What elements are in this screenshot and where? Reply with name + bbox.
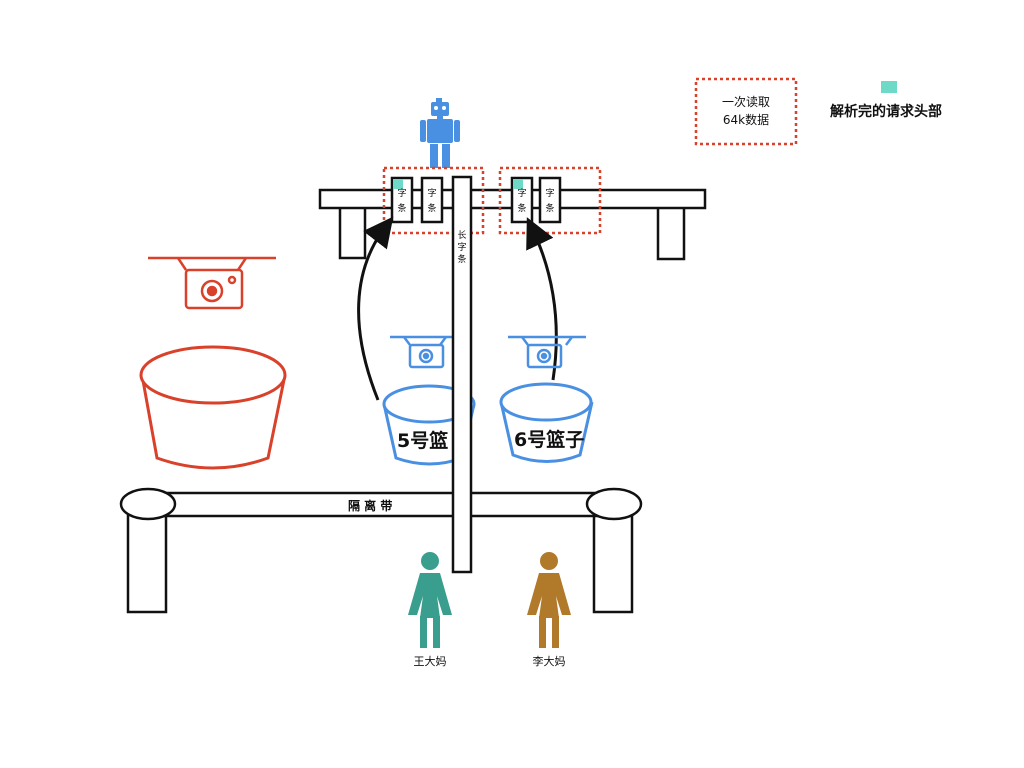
long-strip-char-1: 长 <box>457 229 466 241</box>
person-label-wang: 王大妈 <box>414 654 447 668</box>
strip-char-2: 条 <box>427 202 436 214</box>
person-icon-li <box>527 552 571 648</box>
long-strip-char-2: 字 <box>457 241 466 253</box>
long-strip: 长 字 条 <box>451 175 473 574</box>
strip-char-2: 条 <box>397 202 406 214</box>
strip-char-1: 字 <box>517 187 526 199</box>
camera-icon-red <box>148 256 276 310</box>
read-box-1 <box>382 166 485 235</box>
parsed-marker <box>393 179 403 189</box>
strip-char-1: 字 <box>397 187 406 199</box>
person-label-li: 李大妈 <box>533 654 566 668</box>
basket-5-label: 5号篮 <box>397 429 448 452</box>
read-box-2 <box>498 166 602 235</box>
legend-parsed-label: 解析完的请求头部 <box>830 103 942 120</box>
strip-char-2: 条 <box>545 202 554 214</box>
strip-char-2: 条 <box>517 202 526 214</box>
arrow-to-strips-1 <box>357 216 394 401</box>
short-strip-3: 字 条 <box>510 176 534 224</box>
strip-char-1: 字 <box>427 187 436 199</box>
short-strip-1: 字 条 <box>390 176 414 224</box>
basket-red <box>139 345 287 470</box>
arrow-to-strips-2 <box>526 217 558 381</box>
legend-read-line1: 一次读取 <box>722 95 770 109</box>
camera-icon-blue-1 <box>390 335 460 369</box>
robot-icon <box>420 98 460 168</box>
basket-6-label: 6号篮子 <box>514 428 584 451</box>
long-strip-char-3: 条 <box>457 253 466 265</box>
basket-6: 6号篮子 <box>499 382 594 463</box>
camera-icon-blue-2 <box>508 335 586 369</box>
basket-5: 5号篮 <box>382 384 476 466</box>
short-strip-4: 字 条 <box>538 176 562 224</box>
legend-parsed-swatch <box>881 81 897 93</box>
strip-char-1: 字 <box>545 187 554 199</box>
person-icon-wang <box>408 552 452 648</box>
parsed-marker <box>513 179 523 189</box>
legend-read-box: 一次读取 64k数据 <box>694 77 798 146</box>
conveyor-belt <box>119 487 643 614</box>
belt-label: 隔 离 带 <box>348 498 392 513</box>
short-strip-2: 字 条 <box>420 176 444 224</box>
legend-parsed: 解析完的请求头部 <box>830 81 942 120</box>
legend-read-line2: 64k数据 <box>723 112 769 127</box>
